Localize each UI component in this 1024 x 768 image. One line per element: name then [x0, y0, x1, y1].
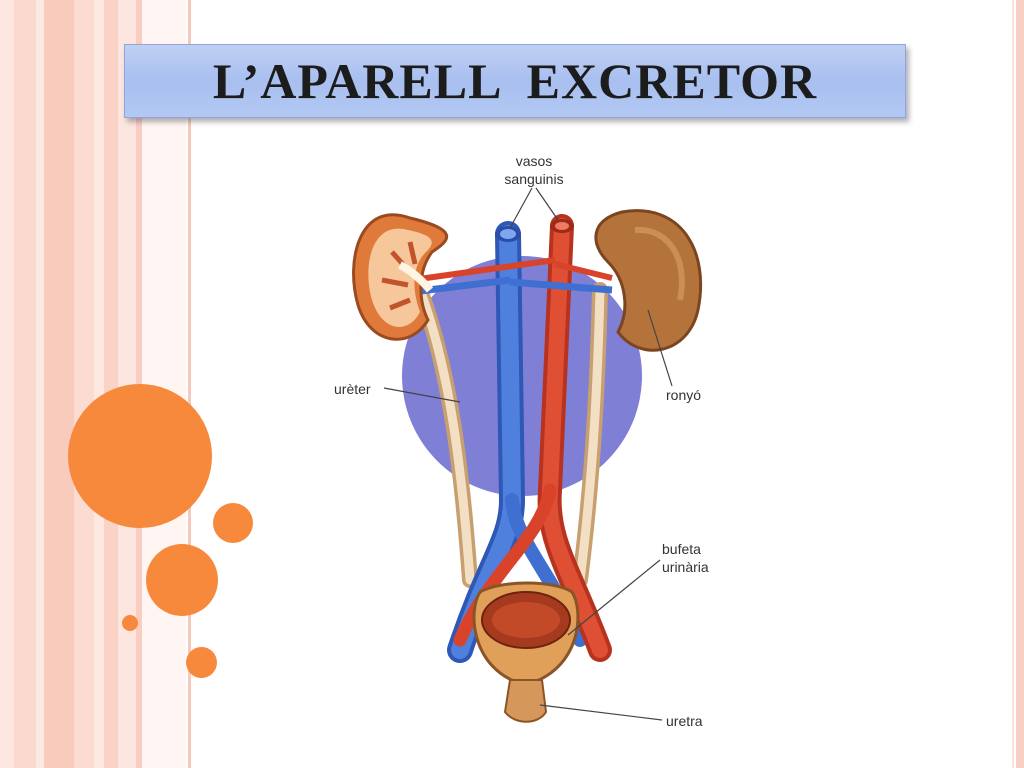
right-edge-thin-stripe [1012, 0, 1014, 768]
label-uretra: uretra [666, 713, 703, 729]
bufeta-leader-line [567, 559, 661, 636]
vasos-leader-line [509, 187, 559, 229]
right-kidney [594, 209, 703, 352]
label-bufeta: bufeta [662, 541, 701, 557]
right-renal-vein [509, 278, 613, 294]
large-orange-circle [68, 384, 212, 528]
uretra-leader-line [539, 704, 663, 721]
ureter-leader-line [383, 387, 461, 403]
excretory-system-diagram: vasos sanguinis urèter ronyó bufeta urin… [334, 153, 709, 729]
left-kidney [352, 213, 448, 341]
slide-title: L’APARELL EXCRETOR [212, 53, 818, 109]
label-urinaria: urinària [662, 559, 709, 575]
tiny-orange-circle [122, 615, 138, 631]
small-orange-circle [213, 503, 253, 543]
urinary-bladder [472, 581, 580, 723]
label-ronyo: ronyó [666, 387, 701, 403]
urethra [503, 679, 548, 723]
medium-orange-circle [146, 544, 218, 616]
right-renal-artery [554, 261, 613, 281]
label-ureter: urèter [334, 381, 371, 397]
ronyo-leader-line [647, 309, 673, 387]
small-orange-circle-bottom [186, 647, 217, 678]
title-box: L’APARELL EXCRETOR [124, 44, 906, 118]
label-vasos: vasos [516, 153, 553, 169]
right-edge-stripe [1016, 0, 1024, 768]
left-renal-artery [411, 257, 556, 283]
label-sanguinis: sanguinis [504, 171, 563, 187]
